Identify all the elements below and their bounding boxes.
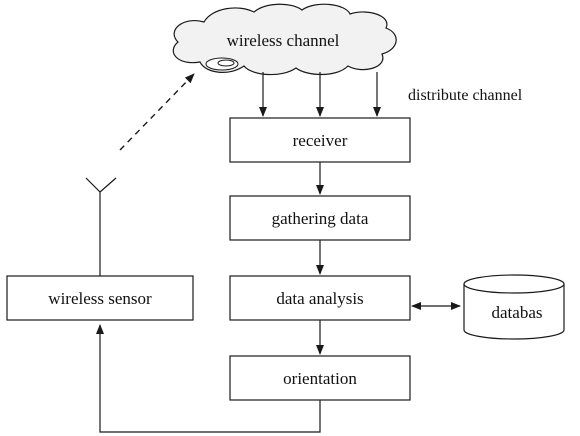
gathering-data-node: gathering data [229,195,411,241]
database-label: databas [492,303,543,322]
wireless-channel-cloud: wireless channel [172,3,397,76]
gathering-data-label: gathering data [272,209,369,228]
cloud-shape [172,3,397,76]
receiver-node: receiver [229,117,411,163]
receiver-label: receiver [293,131,348,150]
orientation-node: orientation [229,355,411,401]
database-cylinder-top [463,274,565,294]
wireless-sensor-node: wireless sensor [6,275,194,321]
sensor-antenna-icon [85,177,117,276]
database-cylinder-body [463,284,565,340]
receiver-box [229,117,411,163]
wireless-sensor-label: wireless sensor [48,289,152,308]
cloud-label: wireless channel [227,31,340,50]
data-analysis-node: data analysis [229,275,411,321]
orientation-box [229,355,411,401]
gathering-data-box [229,195,411,241]
data-analysis-box [229,275,411,321]
feedback-line-orientation-to-sensor [96,324,321,433]
database-node: databas [463,274,565,340]
antenna-dish-outer [205,57,239,71]
orientation-label: orientation [283,369,357,388]
wireless-link-dashed-arrow [119,73,195,151]
data-analysis-label: data analysis [276,289,363,308]
distribute-channel-label: distribute channel [408,87,523,104]
antenna-dish-inner [217,59,235,67]
